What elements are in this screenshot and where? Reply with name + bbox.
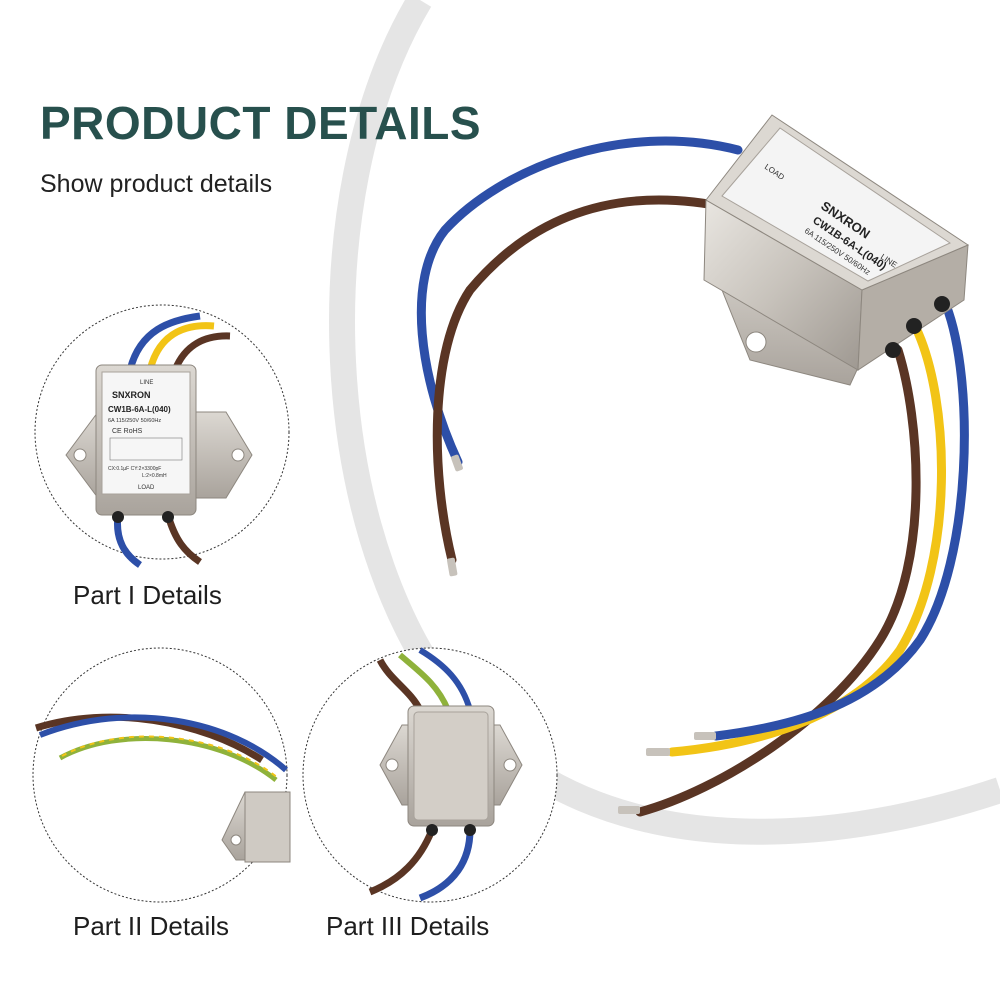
part2-detail (32, 647, 291, 903)
main-label (721, 127, 952, 282)
main-right-blue-wire (711, 300, 969, 741)
part3-caption: Part III Details (326, 911, 490, 941)
tip-right-1 (618, 806, 640, 814)
main-wires (416, 136, 969, 817)
main-filter: SNXRON CW1B-6A-L(040) 6A 115/250V 50/60H… (703, 114, 970, 386)
page-title: PRODUCT DETAILS (40, 97, 482, 149)
part1-label-line: LINE (140, 380, 153, 386)
main-grommet-2 (906, 318, 922, 334)
part1-label-load: LOAD (138, 485, 155, 491)
main-blue-wire (416, 136, 743, 467)
part3-detail (302, 647, 558, 903)
tip-right-2 (646, 748, 670, 756)
part1-label-model: CW1B-6A-L(040) (108, 405, 171, 414)
part1-label (101, 371, 191, 495)
main-grommet-3 (934, 296, 950, 312)
part1-label-rating: 6A 115/250V 50/60Hz (108, 418, 161, 424)
part2-caption: Part II Details (73, 911, 230, 941)
main-flange-hole (745, 331, 767, 353)
main-brown-tip (446, 557, 458, 577)
part1-label-cx: CX:0.1µF CY:2×3300pF (108, 466, 161, 472)
main-right-brown-wire (635, 345, 921, 817)
part1-label-l: L:2×0.8mH (142, 473, 167, 479)
part1-caption: Part I Details (73, 580, 222, 610)
main-right-yellow-wire (667, 323, 946, 757)
main-brown-wire (432, 195, 735, 565)
part1-label-brand: SNXRON (112, 390, 151, 400)
tip-right-3 (694, 732, 716, 740)
part2-circle (32, 647, 288, 903)
page-subtitle: Show product details (40, 170, 273, 198)
main-blue-tip (451, 454, 463, 472)
part1-detail: LINE SNXRON CW1B-6A-L(040) 6A 115/250V 5… (34, 304, 290, 568)
part2-body (244, 791, 291, 863)
part1-label-cert: CE RoHS (112, 428, 143, 435)
main-grommet-1 (885, 342, 901, 358)
